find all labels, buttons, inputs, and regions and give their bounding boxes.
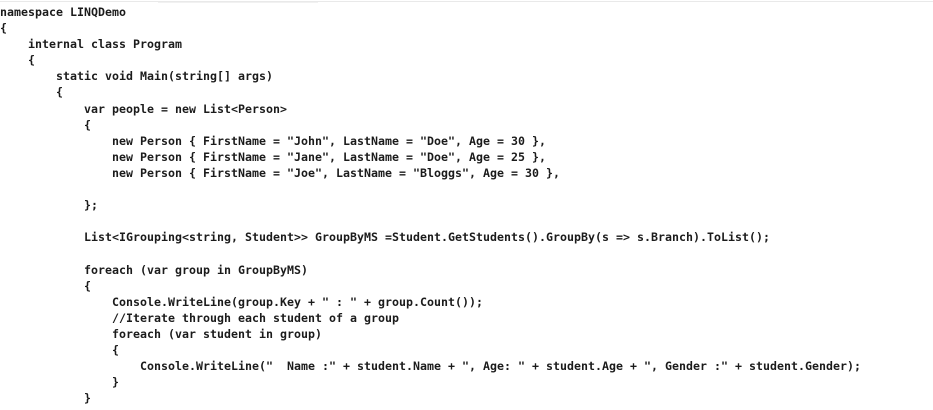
code-line: { [0, 53, 36, 68]
code-line: new Person { FirstName = "Joe", LastName… [0, 165, 561, 180]
code-line: { [0, 117, 92, 132]
code-line: { [0, 342, 120, 357]
code-line [0, 181, 861, 197]
code-line: new Person { FirstName = "Jane", LastNam… [0, 149, 547, 164]
code-line: namespace LINQDemo [0, 5, 127, 19]
code-line: var people = new List<Person> [0, 101, 288, 116]
code-line [0, 213, 861, 229]
code-line: } [0, 375, 120, 390]
code-line: Console.WriteLine(" Name :" + student.Na… [0, 359, 862, 374]
code-line: static void Main(string[] args) [0, 69, 274, 84]
window-top-edge-divider [0, 1, 933, 2]
code-line: List<IGrouping<string, Student>> GroupBy… [0, 230, 771, 245]
code-line: new Person { FirstName = "John", LastNam… [0, 133, 547, 148]
code-line: Console.WriteLine(group.Key + " : " + gr… [0, 294, 484, 309]
code-line: foreach (var group in GroupByMS) [0, 262, 309, 277]
window-top-edge-divider-segment [158, 2, 318, 3]
code-line: //Iterate through each student of a grou… [0, 310, 400, 325]
code-line: foreach (var student in group) [0, 326, 323, 341]
code-line: { [0, 278, 92, 293]
code-content: namespace LINQDemo { internal class Progr… [0, 4, 861, 406]
code-line: internal class Program [0, 37, 183, 52]
code-snippet: namespace LINQDemo { internal class Progr… [0, 4, 861, 406]
code-line: { [0, 21, 8, 36]
code-line: } [0, 391, 92, 406]
code-line: { [0, 85, 64, 100]
code-line: }; [0, 198, 99, 213]
code-line [0, 245, 861, 261]
